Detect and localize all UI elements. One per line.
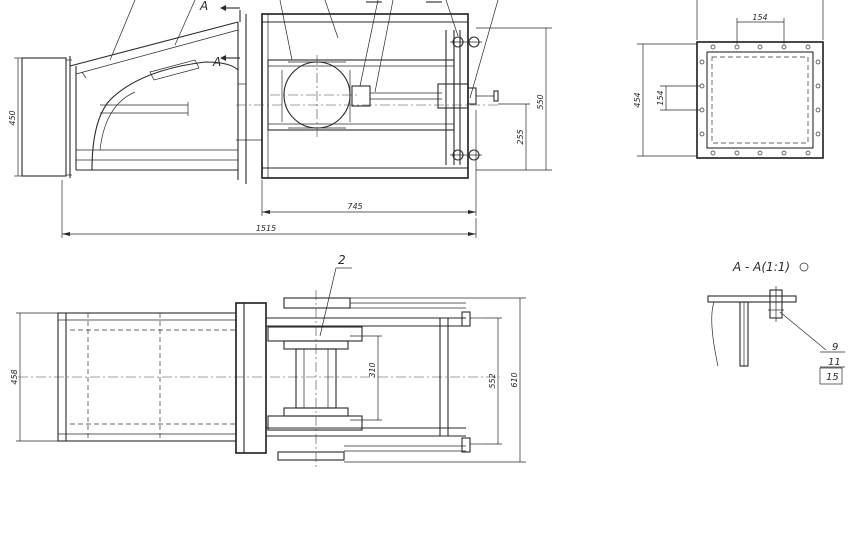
dim-side-height: 450 <box>8 110 17 125</box>
hopper-curve <box>91 61 239 171</box>
dim-plan-frame-width: 552 <box>488 373 497 388</box>
dim-plan-roller-span: 310 <box>368 362 377 377</box>
dim-side-overall-height: 550 <box>536 94 545 109</box>
section-detail: A - A(1:1) 9 11 15 <box>707 260 845 385</box>
dim-flange-hole-spacing: 154 <box>752 13 767 22</box>
plan-guide-top <box>283 297 351 309</box>
dim-plan-overall-width: 610 <box>510 372 519 387</box>
plan-guide-bottom <box>277 451 345 461</box>
ref-11: 11 <box>828 357 841 368</box>
adjusting-nut <box>437 83 469 109</box>
side-view: A A <box>8 0 552 238</box>
flange-view: 154 454 154 <box>633 0 824 159</box>
dim-flange-vertical: 154 <box>656 90 665 105</box>
callout-2: 2 <box>338 253 346 267</box>
section-angle-top <box>707 295 797 303</box>
ref-9: 9 <box>832 342 838 353</box>
dim-side-lower: 255 <box>516 129 525 144</box>
section-title: A - A(1:1) <box>732 260 790 274</box>
flange-inner <box>706 51 814 149</box>
dim-side-frame-length: 745 <box>347 202 362 211</box>
plan-view: 2 310 458 552 610 <box>10 253 526 470</box>
section-mark-bottom: A <box>212 55 221 69</box>
sloped-top <box>69 21 239 67</box>
section-mark-top: A <box>199 0 208 13</box>
plan-frame-left <box>235 302 267 454</box>
coupling <box>351 85 371 107</box>
hatch-plate <box>149 59 200 81</box>
dim-plan-inner-width: 458 <box>10 369 19 384</box>
flange-holes <box>699 44 821 156</box>
ref-15: 15 <box>826 372 839 383</box>
flange-outer <box>696 41 824 159</box>
gate-frame <box>261 13 469 179</box>
plan-roller-assembly <box>267 290 363 470</box>
dim-side-total-length: 1515 <box>256 224 276 233</box>
dim-flange-height: 454 <box>633 92 642 107</box>
inlet-flange <box>21 57 67 177</box>
